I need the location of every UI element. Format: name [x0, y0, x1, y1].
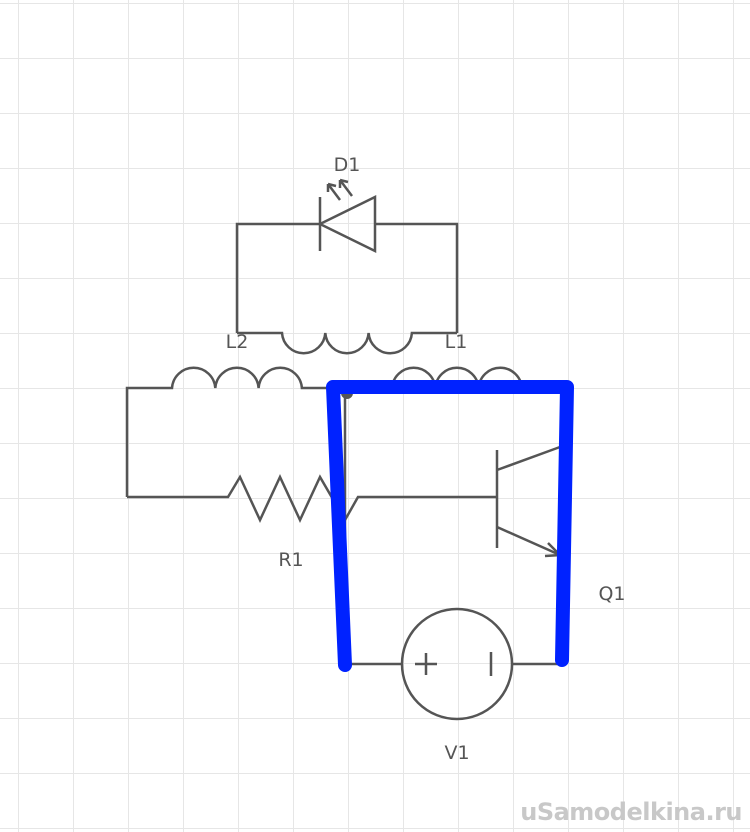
- resistor-r1: [127, 474, 497, 523]
- highlight-loop: [326, 380, 574, 672]
- inductor-l2: [125, 366, 345, 497]
- transistor-q1: [495, 445, 563, 558]
- inductor-l1: [237, 331, 457, 355]
- voltage-source-v1: [343, 388, 562, 721]
- label-l1: L1: [444, 331, 468, 353]
- label-v1: V1: [444, 742, 470, 764]
- label-d1: D1: [333, 154, 361, 176]
- watermark: uSamodelkina.ru: [520, 798, 742, 826]
- inductor-l3: [345, 366, 562, 390]
- label-r1: R1: [278, 549, 304, 571]
- diode-d1: [235, 178, 459, 333]
- label-l2: L2: [225, 331, 249, 353]
- label-q1: Q1: [598, 583, 626, 605]
